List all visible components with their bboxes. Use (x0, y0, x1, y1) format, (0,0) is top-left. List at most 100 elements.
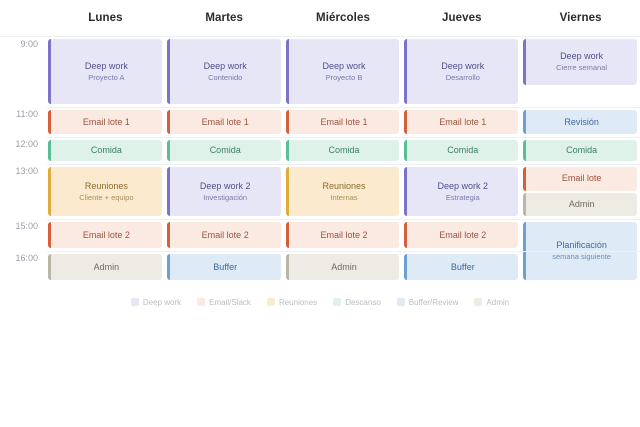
day-slot-cell[interactable]: Email lote 2 (402, 219, 521, 251)
day-header-martes: Martes (205, 12, 244, 24)
time-label: 12:00 (15, 139, 38, 149)
time-slot-cell: 16:00 (0, 251, 46, 283)
event-title: Email lote 2 (201, 229, 249, 240)
day-slot-cell[interactable]: Comida (402, 137, 521, 164)
event-title: Buffer (213, 261, 238, 272)
calendar-event[interactable]: Email lote 2 (48, 222, 162, 248)
event-subtitle: Internas (330, 192, 358, 202)
calendar-event[interactable]: Admin (48, 254, 162, 280)
calendar-event[interactable]: Email lote 2 (285, 222, 400, 248)
day-slot-cell[interactable]: Comida (284, 137, 403, 164)
calendar-event[interactable]: Email lote (523, 167, 637, 191)
day-slot-cell[interactable] (521, 251, 640, 283)
legend-label: Email/Slack (209, 297, 251, 307)
event-subtitle: Contenido (208, 72, 243, 82)
time-label: 15:00 (15, 221, 38, 231)
day-slot-cell[interactable]: Email lote 1 (284, 107, 403, 137)
calendar-event[interactable]: Email lote 1 (166, 110, 281, 134)
day-slot-cell[interactable]: Buffer (402, 251, 521, 283)
day-slot-cell[interactable]: Comida (165, 137, 284, 164)
calendar-event[interactable]: Comida (166, 140, 281, 161)
row-divider (46, 137, 640, 138)
calendar-event[interactable]: Admin (523, 192, 637, 216)
legend-label: Descanso (345, 297, 381, 307)
time-slot-cell: 11:00 (0, 107, 46, 137)
calendar-event[interactable]: Email lote 1 (48, 110, 162, 134)
event-subtitle: Cierre semanal (556, 63, 608, 72)
event-title: Planificación (556, 240, 607, 250)
calendar-event[interactable]: Comida (404, 140, 519, 161)
calendar-event[interactable]: Comida (285, 140, 400, 161)
event-title: Admin (568, 198, 595, 209)
event-subtitle: Estrategia (445, 192, 480, 202)
calendar-event[interactable]: Email lote 2 (166, 222, 281, 248)
day-slot-cell[interactable]: Buffer (165, 251, 284, 283)
time-slot-cell: 12:00 (0, 137, 46, 164)
day-header-jueves: Jueves (441, 12, 482, 24)
time-slot-cell: 9:00 (0, 37, 46, 107)
event-subtitle: Desarrollo (445, 72, 480, 82)
calendar-event[interactable]: Email lote 2 (404, 222, 519, 248)
legend-color-swatch (396, 298, 405, 306)
legend-item: Deep work (130, 298, 181, 307)
event-title: Revisión (564, 116, 599, 127)
day-slot-cell[interactable]: Email lote 2 (165, 219, 284, 251)
time-slot-cell: 13:00 (0, 164, 46, 219)
day-slot-cell[interactable]: Email lote 1 (46, 107, 165, 137)
day-slot-cell[interactable]: Comida (521, 137, 640, 164)
legend-color-swatch (333, 298, 342, 306)
time-slot-cell: 15:00 (0, 219, 46, 251)
day-slot-cell[interactable]: Email lote 2 (46, 219, 165, 251)
event-title: Reuniones (322, 180, 366, 191)
day-slot-cell[interactable]: Email lote 2 (284, 219, 403, 251)
day-slot-cell[interactable]: Email lote 1 (165, 107, 284, 137)
event-title: Email lote 2 (439, 229, 487, 240)
event-title: Comida (447, 145, 479, 155)
legend-label: Reuniones (278, 297, 318, 307)
calendar-event[interactable]: Email lote 1 (404, 110, 519, 134)
day-slot-cell[interactable]: Comida (46, 137, 165, 164)
calendar-event[interactable]: Buffer (404, 254, 519, 280)
event-title: Deep work (84, 60, 128, 71)
legend-item: Reuniones (266, 297, 318, 307)
calendar-event[interactable]: Admin (285, 254, 400, 280)
day-slot-cell[interactable]: Admin (284, 251, 403, 283)
day-slot-cell[interactable]: Revisión (521, 107, 640, 137)
day-slot-cell[interactable]: Email lote 1 (402, 107, 521, 137)
day-header-miercoles: Miércoles (316, 12, 370, 24)
day-slot-cell[interactable]: Admin (46, 251, 165, 283)
calendar-event[interactable]: Comida (523, 140, 637, 161)
event-title: Deep work (441, 60, 485, 71)
calendar-event[interactable]: Revisión (523, 110, 637, 134)
event-title: Email lote (561, 173, 602, 184)
event-title: Email lote 1 (201, 116, 249, 127)
event-title: Deep work (322, 60, 366, 71)
event-title: Comida (209, 145, 241, 155)
row-divider (46, 107, 640, 108)
calendar-event[interactable]: Comida (48, 140, 162, 161)
calendar-event[interactable]: Buffer (166, 254, 281, 280)
calendar-event[interactable]: Email lote 1 (285, 110, 400, 134)
